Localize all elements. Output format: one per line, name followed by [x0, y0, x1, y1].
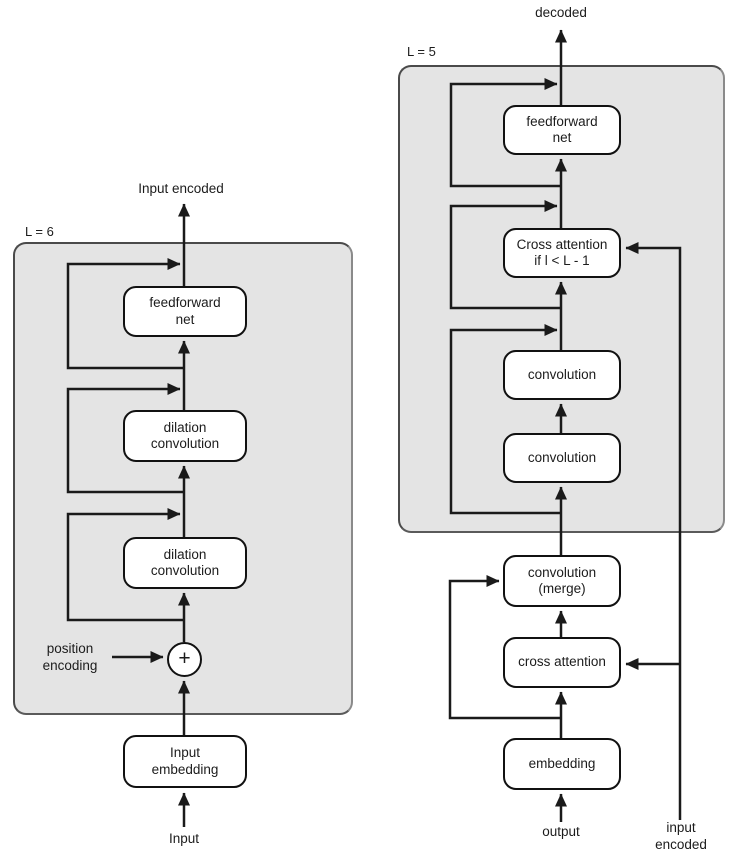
encoder-input-label: Input	[168, 831, 200, 846]
encoder-feedforward-block: feedforward net	[123, 286, 247, 337]
decoder-convolution-block-2: convolution	[503, 433, 621, 483]
input-encoded-feed-label: input encoded	[655, 820, 707, 852]
encoder-skip-dilation1	[66, 383, 184, 494]
position-encoding-label: position encoding	[42, 641, 98, 673]
decoder-skip-feedforward	[449, 78, 561, 188]
encoder-layer-count-label: L = 6	[25, 224, 54, 239]
decoder-skip-to-merge	[448, 575, 561, 720]
encoder-input-embedding-block: Input embedding	[123, 735, 247, 788]
decoder-cross-attention-conditional-block: Cross attention if l < L - 1	[503, 228, 621, 278]
decoder-skip-crossattncond	[449, 200, 561, 310]
decoder-input-label: output	[542, 824, 580, 839]
encoder-dilation-convolution-block-1: dilation convolution	[123, 410, 247, 462]
decoder-convolution-block-1: convolution	[503, 350, 621, 400]
decoder-feedforward-block: feedforward net	[503, 105, 621, 155]
encoder-dilation-convolution-block-2: dilation convolution	[123, 537, 247, 589]
encoder-skip-dilation2	[66, 508, 184, 622]
decoder-skip-convolutions	[449, 324, 561, 515]
decoder-convolution-merge-block: convolution (merge)	[503, 555, 621, 607]
decoder-layer-count-label: L = 5	[407, 44, 436, 59]
encoder-skip-feedforward	[66, 258, 184, 370]
decoder-embedding-block: embedding	[503, 738, 621, 790]
add-node: +	[167, 642, 202, 677]
decoder-output-label: decoded	[535, 5, 587, 20]
encoded-to-crossattncond-line	[625, 242, 682, 820]
decoder-cross-attention-block: cross attention	[503, 637, 621, 688]
encoder-output-label: Input encoded	[138, 181, 224, 196]
